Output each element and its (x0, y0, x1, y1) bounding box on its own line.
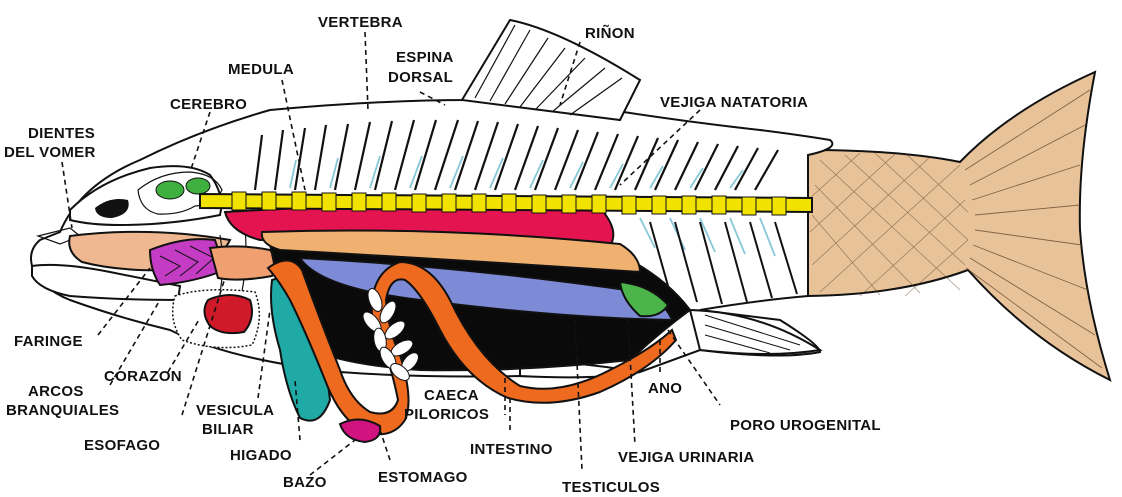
esophagus (210, 246, 276, 279)
label-testiculos: TESTICULOS (562, 479, 660, 496)
label-ano: ANO (648, 380, 682, 397)
label-dientes-vomer-1: DIENTES (28, 125, 95, 142)
label-medula: MEDULA (228, 61, 294, 78)
heart (204, 295, 252, 333)
label-cerebro: CEREBRO (170, 96, 247, 113)
label-vejiga-urinaria: VEJIGA URINARIA (618, 449, 754, 466)
label-arcos-branquiales-2: BRANQUIALES (6, 402, 119, 419)
caudal-fin (808, 72, 1110, 380)
label-faringe: FARINGE (14, 333, 83, 350)
label-rinon: RIÑON (585, 24, 635, 42)
label-dientes-vomer-2: DEL VOMER (4, 144, 96, 161)
spleen (340, 419, 380, 442)
label-espina-dorsal-2: DORSAL (388, 69, 453, 86)
label-poro-urogenital: PORO UROGENITAL (730, 417, 881, 434)
label-vejiga-natatoria: VEJIGA NATATORIA (660, 94, 808, 111)
label-vertebra: VERTEBRA (318, 14, 403, 31)
label-bazo: BAZO (283, 474, 327, 491)
label-arcos-branquiales-1: ARCOS (28, 383, 84, 400)
label-espina-dorsal-1: ESPINA (396, 49, 454, 66)
label-vesicula-biliar-2: BILIAR (202, 421, 254, 438)
label-caeca-2: PILORICOS (404, 406, 489, 423)
label-higado: HIGADO (230, 447, 292, 464)
label-esofago: ESOFAGO (84, 437, 160, 454)
label-intestino: INTESTINO (470, 441, 553, 458)
label-vesicula-biliar-1: VESICULA (196, 402, 274, 419)
label-caeca-1: CAECA (424, 387, 479, 404)
label-corazon: CORAZON (104, 368, 182, 385)
label-estomago: ESTOMAGO (378, 469, 468, 486)
